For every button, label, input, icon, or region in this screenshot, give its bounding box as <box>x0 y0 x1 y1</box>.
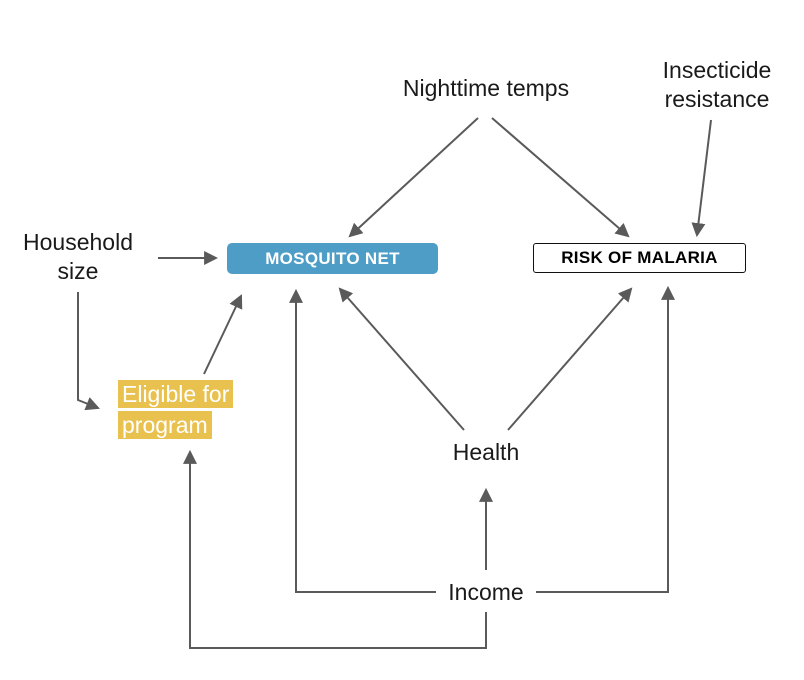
edge-income-to-eligible-for-program <box>183 449 487 649</box>
edge-health-to-risk-of-malaria <box>507 287 633 431</box>
node-risk-of-malaria: RISK OF MALARIA <box>533 243 746 273</box>
edge-eligible-for-program-to-mosquito-net <box>203 294 243 375</box>
node-nighttime-temps: Nighttime temps <box>402 75 570 101</box>
eligible-highlight: Eligible for program <box>118 380 234 439</box>
node-eligible-for-program: Eligible for program <box>118 379 276 441</box>
edge-income-to-risk-of-malaria <box>536 285 675 593</box>
node-household-size: Household size <box>23 229 133 284</box>
edge-household-size-to-eligible-for-program <box>77 292 100 411</box>
edge-insecticide-resistance-to-risk-of-malaria <box>691 119 712 238</box>
edge-health-to-mosquito-net <box>338 287 465 431</box>
node-mosquito-net: MOSQUITO NET <box>227 243 438 274</box>
node-insecticide-resistance: Insecticide resistance <box>662 57 772 112</box>
node-health: Health <box>452 439 520 465</box>
edge-nighttime-temps-to-mosquito-net <box>348 117 479 238</box>
edge-income-to-mosquito-net <box>289 288 436 593</box>
node-income: Income <box>448 579 524 605</box>
edge-nighttime-temps-to-risk-of-malaria <box>491 117 630 238</box>
